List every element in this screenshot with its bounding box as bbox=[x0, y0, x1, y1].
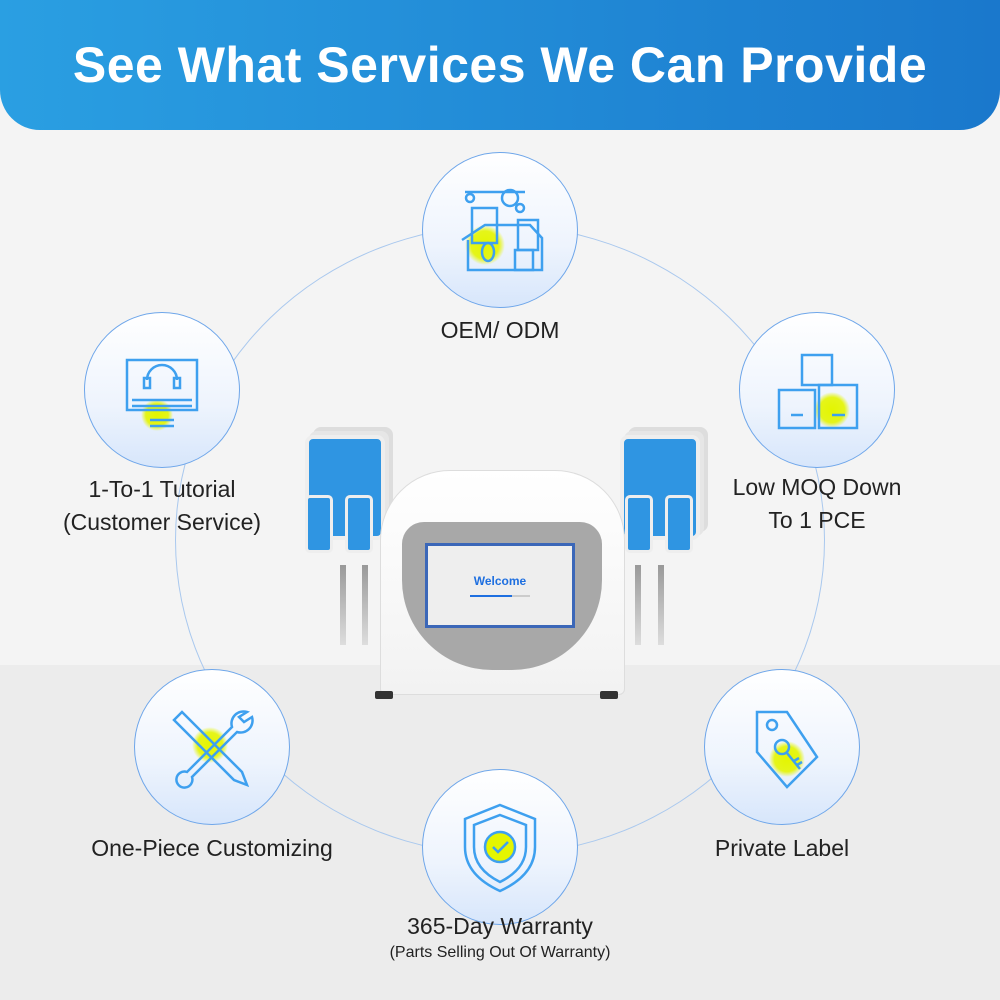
laser-pad-small bbox=[625, 495, 653, 553]
laser-pad-small bbox=[305, 495, 333, 553]
label-line: To 1 PCE bbox=[768, 507, 866, 533]
label-private-label: Private Label bbox=[622, 832, 942, 865]
label-line: One-Piece Customizing bbox=[91, 835, 333, 861]
label-line: Private Label bbox=[714, 835, 850, 861]
label-subtitle: (Parts Selling Out Of Warranty) bbox=[389, 944, 611, 961]
service-customizing bbox=[134, 669, 290, 825]
label-line: 365-Day Warranty bbox=[407, 913, 593, 939]
service-private-label bbox=[704, 669, 860, 825]
label-line: OEM/ ODM bbox=[440, 317, 560, 343]
laser-pad-small bbox=[665, 495, 693, 553]
label-customizing: One-Piece Customizing bbox=[52, 832, 372, 865]
label-low-moq: Low MOQ Down To 1 PCE bbox=[657, 471, 977, 537]
service-warranty bbox=[422, 769, 578, 925]
label-line: (Customer Service) bbox=[62, 509, 262, 535]
service-low-moq bbox=[739, 312, 895, 468]
label-line: 1-To-1 Tutorial bbox=[88, 476, 236, 502]
tools-icon bbox=[172, 710, 254, 789]
shield-check-icon bbox=[463, 803, 537, 893]
label-warranty: 365-Day Warranty (Parts Selling Out Of W… bbox=[340, 910, 660, 963]
laser-pad-small bbox=[345, 495, 373, 553]
label-line: Low MOQ Down bbox=[732, 474, 902, 500]
screen-welcome-text: Welcome bbox=[473, 574, 527, 588]
service-oem-odm bbox=[422, 152, 578, 308]
headset-support-icon bbox=[125, 358, 199, 431]
price-tag-icon bbox=[755, 710, 819, 789]
factory-house-icon bbox=[461, 188, 544, 272]
service-tutorial bbox=[84, 312, 240, 468]
boxes-icon bbox=[777, 353, 859, 430]
page-title: See What Services We Can Provide bbox=[72, 37, 928, 93]
label-tutorial: 1-To-1 Tutorial (Customer Service) bbox=[2, 473, 322, 539]
loading-bar bbox=[470, 595, 530, 597]
label-oem-odm: OEM/ ODM bbox=[340, 314, 660, 347]
product-image-lipo-laser-machine: Welcome bbox=[300, 425, 700, 705]
machine-screen: Welcome bbox=[425, 543, 575, 628]
header-banner: See What Services We Can Provide bbox=[0, 0, 1000, 130]
